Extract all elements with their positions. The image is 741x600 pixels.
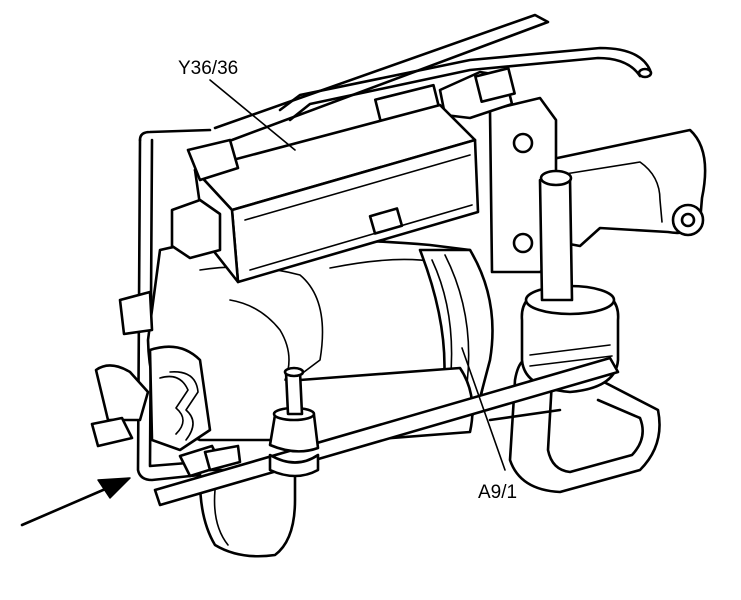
lower-crossbar [153,356,620,507]
valve-block-label: Y36/36 [178,58,238,79]
compressor-label: A9/1 [478,482,517,503]
upper-air-lines [213,13,653,142]
inlet-fittings [90,290,242,478]
pointer-arrow [20,477,131,527]
compressor-leader-line [461,347,506,471]
valve-block [170,103,480,284]
connector-fittings [373,66,516,131]
support-plate [488,96,558,274]
mounting-bracket [546,128,707,248]
valve-block-leader-line [209,79,296,151]
